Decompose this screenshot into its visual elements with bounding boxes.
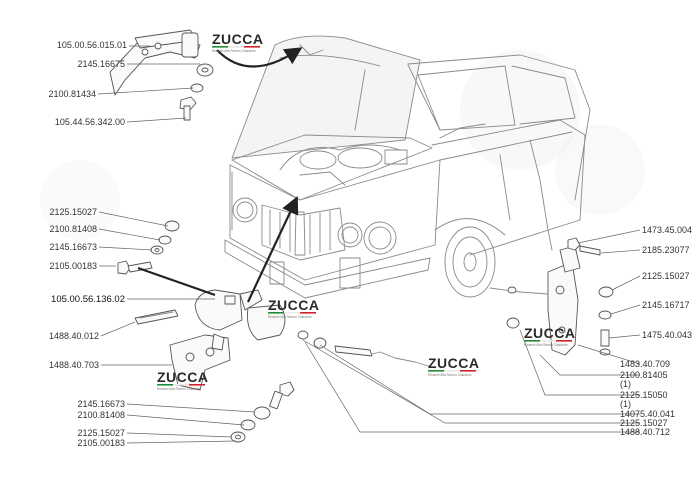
part-number-label: 1488.40.712	[620, 427, 670, 437]
part-number-label: 2145.16673	[77, 399, 125, 409]
zucca-logo: ZUCCA Ricambi Alfa Romeo Classiche	[524, 325, 576, 347]
zucca-logo: ZUCCA Ricambi Alfa Romeo Classiche	[212, 31, 264, 53]
car-illustration	[224, 35, 591, 299]
logo-text: ZUCCA	[212, 31, 264, 47]
flag-stripe-white	[228, 46, 244, 48]
part-number-label: 2125.15027	[77, 428, 125, 438]
part-number-label: 1473.45.004	[642, 225, 692, 235]
part-number-label: 2100.81408	[49, 224, 97, 234]
logo-tagline: Ricambi Alfa Romeo Classiche	[212, 49, 256, 53]
left-leader-lines	[97, 45, 256, 444]
part-number-label: 105.44.56.342.00	[55, 117, 125, 127]
flag-stripe-red	[556, 340, 572, 342]
left-washer-parts	[150, 220, 180, 255]
part-number-label: 14075.40.041	[620, 409, 675, 419]
logo-tagline: Ricambi Alfa Romeo Classiche	[524, 343, 568, 347]
part-number-label: 1488.40.012	[49, 331, 99, 341]
logo-text: ZUCCA	[157, 369, 209, 385]
hinge-bolt-part	[179, 96, 197, 121]
part-number-label: 2100.81408	[77, 410, 125, 420]
part-note-label: (1)	[620, 399, 631, 409]
flag-stripe-green	[524, 340, 540, 342]
part-number-label: 2125.15027	[620, 418, 668, 428]
hinge-spring-part	[196, 63, 214, 77]
part-number-label: 105.00.56.015.01	[57, 40, 127, 50]
logo-text: ZUCCA	[268, 297, 320, 313]
flag-stripe-red	[460, 370, 476, 372]
left-part-labels: 105.00.56.015.01 2145.16675 2100.81434 1…	[48, 40, 127, 448]
lower-fastener-parts	[230, 381, 295, 443]
lower-mount-bracket-part	[169, 333, 231, 391]
part-number-label: 105.00.56.136.02	[51, 294, 125, 305]
right-leader-lines	[302, 229, 641, 433]
part-number-label: 1483.40.709	[620, 359, 670, 369]
release-cable-part	[529, 139, 553, 251]
part-number-label: 2145.16675	[77, 59, 125, 69]
flag-stripe-red	[244, 46, 260, 48]
part-number-label: 2125.15050	[620, 390, 668, 400]
flag-stripe-white	[284, 312, 300, 314]
zucca-logo: ZUCCA Ricambi Alfa Romeo Classiche	[428, 355, 480, 377]
flag-stripe-green	[428, 370, 444, 372]
part-note-label: (1)	[620, 379, 631, 389]
flag-stripe-white	[444, 370, 460, 372]
zucca-logo: ZUCCA Ricambi Alfa Romeo Classiche	[268, 297, 320, 319]
right-pin-bolt-part	[567, 237, 601, 256]
part-number-label: 2100.81405	[620, 370, 668, 380]
bonnet-support-bracket-part	[194, 289, 286, 341]
part-number-label: 2125.15027	[642, 271, 690, 281]
part-number-label: 2105.00183	[49, 261, 97, 271]
part-number-label: 1488.40.703	[49, 360, 99, 370]
logo-tagline: Ricambi Alfa Romeo Classiche	[428, 373, 472, 377]
bonnet-hinge-part	[109, 29, 201, 96]
background-watermark	[40, 50, 645, 240]
part-number-label: 1475.40.043	[642, 330, 692, 340]
right-clip-parts	[489, 286, 549, 329]
zucca-logo: ZUCCA Ricambi Alfa Romeo Classiche	[157, 369, 209, 391]
part-number-label: 2185.23077	[642, 245, 690, 255]
right-washer-parts	[598, 286, 614, 356]
logo-text: ZUCCA	[524, 325, 576, 341]
part-number-label: 2100.81434	[48, 89, 96, 99]
flag-stripe-red	[189, 384, 205, 386]
logo-tagline: Ricambi Alfa Romeo Classiche	[268, 315, 312, 319]
logo-tagline: Ricambi Alfa Romeo Classiche	[157, 387, 201, 391]
part-number-label: 2105.00183	[77, 438, 125, 448]
right-bonnet-catch-part	[547, 245, 581, 356]
flag-stripe-green	[212, 46, 228, 48]
pointer-arrows	[137, 47, 303, 303]
flag-stripe-red	[300, 312, 316, 314]
part-number-label: 2145.16673	[49, 242, 97, 252]
spring-plate-part	[134, 309, 179, 325]
part-number-label: 2125.15027	[49, 207, 97, 217]
left-bolt-part	[117, 260, 153, 275]
right-part-labels: 1473.45.004 2185.23077 2125.15027 2145.1…	[620, 225, 692, 437]
flag-stripe-green	[157, 384, 173, 386]
part-number-label: 2145.16717	[642, 300, 690, 310]
support-rod-parts	[297, 330, 436, 369]
flag-stripe-white	[540, 340, 556, 342]
flag-stripe-green	[268, 312, 284, 314]
logo-text: ZUCCA	[428, 355, 480, 371]
flag-stripe-white	[173, 384, 189, 386]
